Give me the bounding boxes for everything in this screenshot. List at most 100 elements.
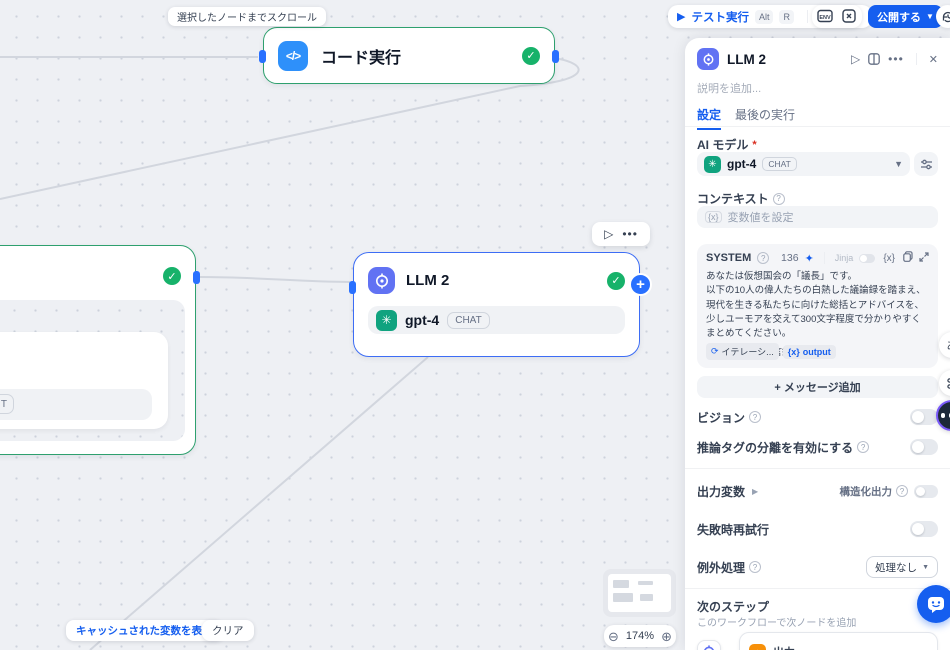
edge-from-llm-bottom <box>89 356 429 650</box>
node-hover-toolbar: ▷ ••• <box>592 222 650 246</box>
prompt-role-label[interactable]: SYSTEM <box>706 252 752 264</box>
help-icon: ? <box>757 252 770 264</box>
scroll-to-node-tooltip[interactable]: 選択したノードまでスクロール <box>168 7 326 26</box>
iteration-success-icon: ✓ <box>163 267 181 285</box>
iteration-icon: ⟳ <box>711 346 719 356</box>
code-success-icon: ✓ <box>522 46 540 65</box>
clear-button[interactable]: クリア <box>202 620 254 641</box>
llm-icon <box>368 267 395 294</box>
conversation-variables-icon[interactable] <box>842 9 857 24</box>
jinja-toggle[interactable] <box>859 253 876 263</box>
description-placeholder[interactable]: 説明を追加... <box>697 83 762 95</box>
zoom-level[interactable]: 174% <box>625 630 655 642</box>
llm-node-model-pill: ✳ gpt-4 CHAT <box>368 306 625 334</box>
kbd-r: R <box>779 9 794 24</box>
variable-icon: {x} <box>705 211 722 223</box>
next-node-title: 出力 <box>773 644 795 650</box>
support-chat-button[interactable] <box>917 585 950 623</box>
end-node-icon: ♦ <box>749 643 766 650</box>
context-variable-input[interactable]: {x} 変数値を設定 <box>697 206 938 228</box>
structured-output-label: 構造化出力 <box>839 485 893 498</box>
expand-icon[interactable] <box>919 251 929 265</box>
vision-toggle[interactable] <box>910 409 938 425</box>
reasoning-split-label: 推論タグの分離を有効にする <box>697 440 854 455</box>
copy-icon[interactable] <box>903 251 913 265</box>
prompt-generator-icon[interactable]: ✦ <box>804 252 814 265</box>
llm-node[interactable]: LLM 2 ✓ ✳ gpt-4 CHAT + <box>349 252 652 357</box>
zoom-control: ⊖ 174% ⊕ <box>604 625 676 647</box>
code-output-port[interactable] <box>552 50 559 63</box>
llm-input-port[interactable] <box>349 281 356 294</box>
next-step-subtitle: このワークフローで次ノードを追加 <box>697 618 857 629</box>
next-node-card[interactable]: ♦ 出力 <box>739 632 938 650</box>
llm-success-icon: ✓ <box>607 271 625 290</box>
chevron-down-icon: ▼ <box>926 12 934 21</box>
svg-text:ENV: ENV <box>819 15 831 21</box>
chevron-down-icon: ▼ <box>894 159 903 169</box>
more-icon[interactable]: ••• <box>888 52 904 66</box>
show-cached-variables-button[interactable]: キャッシュされた変数を表示 <box>66 620 223 641</box>
version-history-button[interactable] <box>936 5 950 28</box>
exception-handling-label: 例外処理 <box>697 560 746 575</box>
chat-badge-fragment: T <box>0 394 14 414</box>
panel-title: LLM 2 <box>727 51 766 67</box>
tab-settings[interactable]: 設定 <box>697 106 722 130</box>
iteration-child-model-pill <box>0 389 152 420</box>
edge-iteration-to-llm <box>199 276 351 283</box>
next-step-title: 次のステップ <box>697 600 770 614</box>
model-selector[interactable]: ✳ gpt-4 CHAT ▼ <box>697 152 910 176</box>
close-panel-icon[interactable]: ✕ <box>928 53 938 66</box>
required-mark: * <box>752 138 757 151</box>
retry-toggle[interactable] <box>910 521 938 537</box>
iteration-variable-chip[interactable]: ⟳イテレーシ... <box>706 343 779 360</box>
prompt-line-2: 以下の10人の偉人たちの白熱した議論録を踏まえ、現代を生きる私たちに向けた総括と… <box>706 285 926 339</box>
zoom-in-icon[interactable]: ⊕ <box>661 628 672 644</box>
code-input-port[interactable] <box>259 50 266 63</box>
token-count: 136 <box>781 252 799 264</box>
prompt-line-1: あなたは仮想国会の「議長」です。 <box>706 271 858 282</box>
openai-icon: ✳ <box>376 309 397 331</box>
panel-run-icon[interactable]: ▷ <box>850 52 861 66</box>
model-parameters-button[interactable] <box>914 152 938 176</box>
env-toolbar: ENV <box>812 5 862 28</box>
test-run-button[interactable]: テスト実行 <box>691 11 749 24</box>
system-prompt-editor[interactable]: SYSTEM ? 136 ✦ Jinja {x} あなたは仮想国会の「議長」です… <box>697 244 938 368</box>
llm-node-mode-badge: CHAT <box>447 311 490 329</box>
node-more-icon[interactable]: ••• <box>622 227 638 241</box>
shortcuts-button[interactable] <box>939 370 950 396</box>
add-next-node-button[interactable]: + <box>629 273 652 296</box>
minimap[interactable] <box>603 569 676 617</box>
ai-model-label: AI モデル <box>697 138 749 152</box>
code-node-title: コード実行 <box>321 49 402 67</box>
node-run-icon[interactable]: ▷ <box>604 227 614 241</box>
insert-variable-icon[interactable]: {x} <box>883 252 895 264</box>
exception-handling-select[interactable]: 処理なし ▼ <box>866 556 938 578</box>
llm-node-model-name: gpt-4 <box>405 312 440 328</box>
env-variables-icon[interactable]: ENV <box>817 9 833 24</box>
code-node[interactable]: </> コード実行 ✓ <box>259 27 559 84</box>
publish-button[interactable]: 公開する ▼ <box>868 5 943 28</box>
output-variable-chip[interactable]: {x}output <box>782 344 836 359</box>
model-name: gpt-4 <box>727 157 757 171</box>
node-settings-panel: LLM 2 ▷ ••• ✕ 説明を追加... 設定 最後の実行 AI モデル *… <box>685 38 950 650</box>
iteration-output-port[interactable] <box>193 271 200 284</box>
output-variables-label: 出力変数 <box>697 484 746 499</box>
reasoning-split-toggle[interactable] <box>910 439 938 455</box>
structured-output-toggle[interactable] <box>914 484 938 498</box>
split-view-icon[interactable] <box>868 53 881 65</box>
play-icon[interactable]: ▶ <box>677 11 686 23</box>
jinja-toggle-label: Jinja <box>834 253 854 263</box>
code-icon: </> <box>278 40 308 71</box>
tab-last-run[interactable]: 最後の実行 <box>735 107 796 122</box>
user-avatar[interactable] <box>936 400 950 431</box>
openai-icon: ✳ <box>704 155 721 173</box>
ime-indicator-button[interactable]: あ <box>939 332 950 358</box>
llm-node-title: LLM 2 <box>406 272 450 289</box>
zoom-out-icon[interactable]: ⊖ <box>608 628 619 644</box>
add-message-button[interactable]: + メッセージ追加 <box>697 376 938 398</box>
vision-label: ビジョン <box>697 410 746 425</box>
collapse-caret-icon[interactable]: ▶ <box>752 486 759 496</box>
model-mode-badge: CHAT <box>762 157 797 171</box>
